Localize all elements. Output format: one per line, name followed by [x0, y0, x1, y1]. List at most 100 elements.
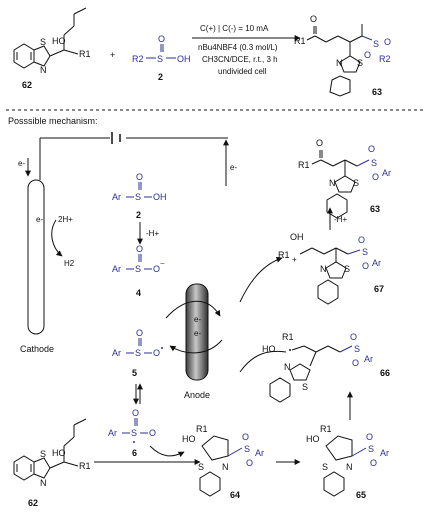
electron-at-anode-2: e-: [194, 329, 201, 338]
o-label: O: [358, 235, 365, 245]
sulfonyl-radical-6: Ar S O O 6: [108, 408, 156, 458]
o-label: O: [136, 328, 143, 338]
hetero-n-label: N: [40, 478, 47, 488]
hetero-n-label: N: [336, 58, 343, 68]
sulfinic-acid-2-top: R2 S O OH 2: [132, 34, 191, 82]
compound-4-label: 4: [136, 288, 141, 298]
s-label: S: [362, 247, 368, 257]
o-minus-label: O: [153, 264, 160, 274]
hetero-s-label: S: [302, 382, 308, 392]
electron-at-anode-1: e-: [194, 315, 201, 324]
o-label: O: [362, 261, 369, 271]
electron-at-cathode: e-: [36, 215, 43, 224]
ar-label: Ar: [112, 264, 121, 274]
s-label: S: [135, 264, 141, 274]
sulfinic-acid-2: Ar S O OH 2: [112, 172, 167, 220]
compound-2-label: 2: [136, 210, 141, 220]
condition-electrodes: C(+) | C(-) = 10 mA: [200, 24, 269, 33]
o-label: O: [246, 458, 253, 468]
ho-label: HO: [52, 448, 66, 458]
condition-cell: undivided cell: [218, 67, 267, 76]
compound-2-label: 2: [158, 72, 163, 82]
hetero-s-label: S: [40, 449, 46, 459]
ar-label: Ar: [380, 448, 389, 458]
s-label: S: [135, 348, 141, 358]
oh-label: OH: [177, 54, 191, 64]
r1-label: R1: [278, 250, 290, 260]
hetero-s-label: S: [344, 264, 350, 274]
product-63: O R1 S O O Ar N S 63: [298, 138, 391, 219]
o-label: O: [158, 34, 165, 44]
compound-6-label: 6: [132, 448, 137, 458]
ho-label: HO: [306, 434, 320, 444]
oh-label: OH: [153, 192, 167, 202]
product-63-top: O R1 S O O R2 N S 63: [294, 14, 391, 97]
ar-label: Ar: [112, 348, 121, 358]
mechanism-title: Posssible mechanism:: [8, 116, 98, 126]
s-label: S: [135, 192, 141, 202]
circuit: e- e-: [18, 132, 237, 186]
compound-5-label: 5: [132, 368, 137, 378]
compound-63-label: 63: [372, 87, 382, 97]
o-label: O: [132, 408, 139, 418]
condition-electrolyte: nBu4NBF4 (0.3 mol/L): [198, 43, 278, 52]
compound-67-label: 67: [374, 284, 384, 294]
h2-label: H2: [64, 259, 75, 268]
anode: Anode e- e-: [165, 283, 223, 400]
r1-label: R1: [282, 332, 294, 342]
o-label: O: [149, 428, 156, 438]
o-label: O: [136, 244, 143, 254]
ho-label: HO: [52, 36, 66, 46]
o-label: O: [364, 50, 371, 60]
hetero-s-label: S: [353, 178, 359, 188]
intermediate-67: OH R1 + S O O Ar N S 67: [278, 232, 384, 305]
minus-sign: −: [160, 259, 165, 268]
condition-solvent: CH3CN/DCE, r.t., 3 h: [202, 55, 278, 64]
hetero-s-label: S: [357, 58, 363, 68]
o-label: O: [370, 458, 377, 468]
intermediate-66: R1 HO S O O Ar N S 66: [262, 332, 390, 403]
o-label: O: [310, 14, 317, 24]
deprotonation-label-right: -H+: [334, 215, 347, 224]
o-label: O: [316, 138, 323, 148]
sulfonyl-radical-5: Ar S O O 5: [112, 328, 163, 378]
r2-label: R2: [379, 54, 391, 64]
hetero-s-label: S: [322, 462, 328, 472]
cathode: Cathode e- 2H+ H2: [20, 179, 75, 354]
substrate-62-top: S N HO R1 62: [13, 7, 91, 90]
o-label: O: [136, 172, 143, 182]
o-label: O: [242, 432, 249, 442]
hetero-n-label: N: [346, 462, 353, 472]
s-label: S: [157, 54, 163, 64]
electron-label-right: e-: [230, 163, 237, 172]
s-label: S: [131, 428, 137, 438]
ho-label: HO: [262, 344, 276, 354]
substrate-62-bottom: S N HO R1 62: [13, 418, 91, 508]
anode-label: Anode: [184, 390, 210, 400]
electron-label-left: e-: [18, 159, 25, 168]
o-label: O: [384, 37, 391, 47]
hetero-n-label: N: [320, 264, 327, 274]
r1-label: R1: [196, 424, 208, 434]
ar-label: Ar: [372, 258, 381, 268]
two-h-plus-label: 2H+: [58, 215, 73, 224]
compound-62-label: 62: [28, 498, 38, 508]
top-equation: S N HO R1 62 + R2 S O OH 2 C(+) | C(-) =…: [13, 7, 391, 97]
s-label: S: [244, 444, 250, 454]
s-label: S: [371, 158, 377, 168]
intermediate-64: R1 HO S O O Ar S N 64: [182, 424, 264, 500]
plus-sign: +: [110, 50, 115, 60]
compound-66-label: 66: [380, 368, 390, 378]
deprotonation-label: -H+: [146, 229, 159, 238]
compound-63-label: 63: [370, 204, 380, 214]
cathode-label: Cathode: [20, 344, 54, 354]
sulfinate-4: Ar S O O − 4: [112, 244, 165, 298]
compound-65-label: 65: [356, 490, 366, 500]
ar-label: Ar: [108, 428, 117, 438]
r1-label: R1: [79, 49, 91, 59]
o-label: O: [352, 358, 359, 368]
r1-label: R1: [298, 160, 310, 170]
r2-label: R2: [132, 54, 144, 64]
hetero-n-label: N: [284, 362, 291, 372]
